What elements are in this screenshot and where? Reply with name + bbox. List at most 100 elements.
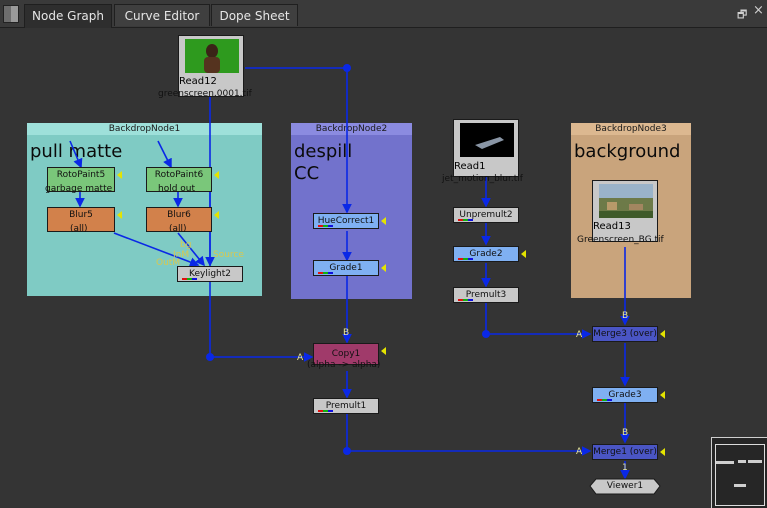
merge3-label: Merge3 (over) [593, 329, 657, 339]
rotopaint6-label: RotoPaint6 [154, 170, 204, 180]
premult3-label: Premult3 [465, 290, 507, 300]
copy1-sub: (alpha -> alpha) [307, 360, 381, 370]
rotopaint6-sub: hold out [158, 184, 196, 194]
merge1-node[interactable]: Merge1 (over) [592, 444, 665, 460]
backdrop-title: BackdropNode2 [291, 123, 412, 135]
input-arrow-icon [381, 264, 386, 272]
wire-blur5-to-keylight2 [113, 232, 200, 267]
wire-to-rotopaint5 [69, 140, 83, 169]
wire-blur6-to-keylight2 [177, 232, 206, 267]
grade3-node[interactable]: Grade3 [592, 387, 665, 403]
blur5-node[interactable]: Blur5 [47, 207, 122, 232]
channel-bar [457, 258, 473, 260]
blur5-sub: (all) [70, 224, 88, 234]
read13-node[interactable]: Read13 [592, 180, 658, 242]
minimap-viewport [715, 444, 765, 506]
input-arrow-icon [660, 391, 665, 399]
dot-node[interactable] [482, 330, 490, 338]
node-graph-minimap[interactable] [711, 437, 767, 508]
keylight-input-outm-label: OutM [156, 258, 181, 268]
input-arrow-icon [117, 171, 122, 179]
minimap-node [738, 460, 746, 463]
merge3-input-a-label: A [576, 330, 583, 340]
copy1-label: Copy1 [331, 349, 361, 359]
huecorrect1-node[interactable]: HueCorrect1 [313, 213, 386, 229]
viewer1-label: Viewer1 [606, 481, 644, 491]
huecorrect1-label: HueCorrect1 [317, 216, 375, 226]
tab-dope-sheet[interactable]: Dope Sheet [211, 4, 298, 26]
read13-thumbnail [599, 184, 653, 218]
grade1-label: Grade1 [329, 263, 363, 273]
unpremult2-label: Unpremult2 [459, 210, 513, 220]
input-arrow-icon [214, 171, 219, 179]
read12-node[interactable]: Read12 [178, 35, 244, 97]
backdrop-title: BackdropNode3 [571, 123, 691, 135]
viewer1-input-label: 1 [622, 463, 628, 473]
input-arrow-icon [521, 250, 526, 258]
tab-curve-editor[interactable]: Curve Editor [114, 4, 210, 26]
input-arrow-icon [660, 330, 665, 338]
channel-bar [457, 299, 473, 301]
premult1-label: Premult1 [325, 401, 367, 411]
minimap-node [748, 460, 762, 463]
read1-file: jet_motion_blur.tif [442, 174, 523, 184]
read13-file: Greenscreen_BG.tif [577, 235, 664, 245]
blur6-sub: (all) [169, 224, 187, 234]
input-arrow-icon [381, 217, 386, 225]
viewer1-node[interactable] [589, 478, 661, 495]
channel-bar [181, 278, 197, 280]
float-window-icon[interactable]: 🗗 [737, 8, 748, 21]
copy1-node[interactable]: Copy1 [313, 343, 386, 365]
grade3-label: Grade3 [608, 390, 642, 400]
panel-menu-icon[interactable] [3, 5, 19, 23]
channel-bar [317, 225, 333, 227]
wire-to-rotopaint6 [157, 140, 172, 169]
channel-bar [317, 272, 333, 274]
grade2-label: Grade2 [469, 249, 503, 259]
backdrop-label: despill CC [294, 141, 353, 184]
close-panel-icon[interactable]: × [753, 3, 764, 18]
input-arrow-icon [214, 211, 219, 219]
keylight2-node[interactable]: Keylight2 [177, 266, 243, 282]
channel-bar [596, 399, 612, 401]
grade2-node[interactable]: Grade2 [453, 246, 526, 262]
grade1-node[interactable]: Grade1 [313, 260, 386, 276]
keylight-input-inm-label: InM [173, 250, 190, 260]
keylight-input-bg-label: bg [180, 240, 192, 250]
merge3-node[interactable]: Merge3 (over) [592, 326, 665, 342]
read12-label: Read12 [179, 76, 217, 87]
minimap-node [716, 461, 734, 464]
read1-node[interactable]: Read1 [453, 119, 519, 177]
node-graph-canvas[interactable]: BackdropNode1 pull matte BackdropNode2 d… [0, 28, 767, 508]
rotopaint5-label: RotoPaint5 [56, 170, 106, 180]
rotopaint5-node[interactable]: RotoPaint5 [47, 167, 122, 192]
read12-file: greenscreen.0001.tif [158, 89, 252, 99]
tab-node-graph[interactable]: Node Graph [24, 4, 112, 28]
backdrop-title: BackdropNode1 [27, 123, 262, 135]
dot-node[interactable] [206, 353, 214, 361]
blur6-node[interactable]: Blur6 [146, 207, 219, 232]
premult1-node[interactable]: Premult1 [313, 398, 379, 414]
read13-label: Read13 [593, 221, 631, 232]
unpremult2-node[interactable]: Unpremult2 [453, 207, 519, 223]
minimap-node [734, 484, 746, 487]
merge1-input-a-label: A [576, 447, 583, 457]
dot-node[interactable] [343, 447, 351, 455]
backdrop-label: pull matte [30, 141, 123, 162]
merge1-label: Merge1 (over) [593, 447, 657, 457]
backdrop-label: background [574, 141, 681, 162]
dot-node[interactable] [343, 64, 351, 72]
channel-bar [317, 410, 333, 412]
blur6-label: Blur6 [167, 210, 191, 220]
input-arrow-icon [117, 211, 122, 219]
rotopaint5-sub: garbage matte [45, 184, 113, 194]
blur5-label: Blur5 [69, 210, 93, 220]
input-arrow-icon [381, 347, 386, 355]
keylight2-label: Keylight2 [189, 269, 231, 279]
merge1-input-b-label: B [622, 428, 629, 438]
read1-label: Read1 [454, 161, 486, 172]
premult3-node[interactable]: Premult3 [453, 287, 519, 303]
merge3-input-b-label: B [622, 311, 629, 321]
rotopaint6-node[interactable]: RotoPaint6 [146, 167, 219, 192]
copy1-input-b-label: B [343, 328, 350, 338]
